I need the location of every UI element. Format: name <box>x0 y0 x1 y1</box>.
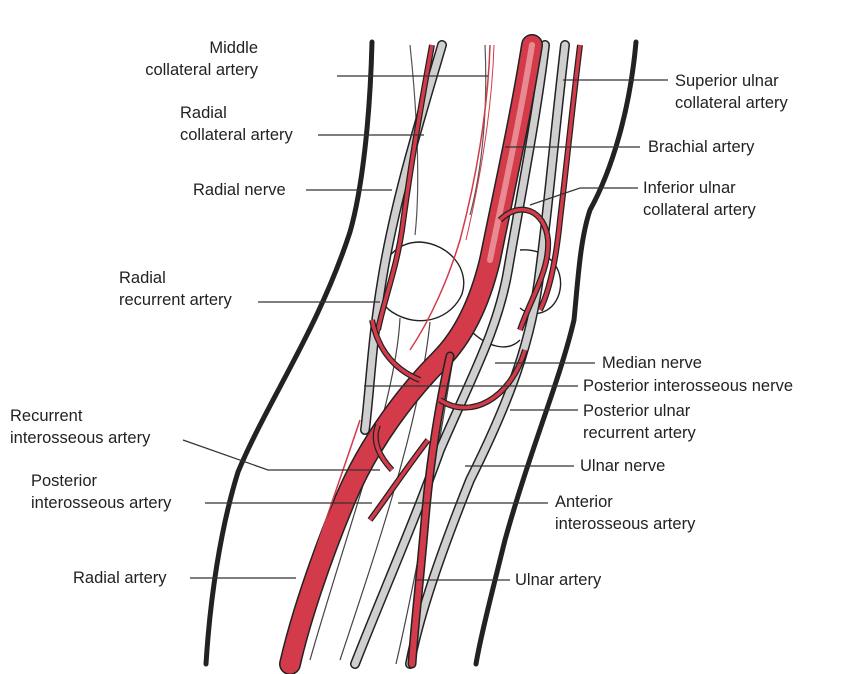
label-inferior-ulnar-collateral-artery: Inferior ulnar collateral artery <box>643 177 756 221</box>
label-line: Recurrent <box>10 407 83 425</box>
label-line: Radial <box>180 104 227 122</box>
label-line: Radial nerve <box>193 181 286 199</box>
label-ulnar-nerve: Ulnar nerve <box>580 455 665 477</box>
label-middle-collateral-artery: Middle collateral artery <box>145 37 258 81</box>
label-line: Ulnar artery <box>515 571 602 589</box>
arm-outline-right <box>473 39 639 667</box>
arm-outline-left <box>203 39 375 667</box>
label-superior-ulnar-collateral-artery: Superior ulnar collateral artery <box>675 70 788 114</box>
label-anterior-interosseous-artery: Anterior interosseous artery <box>555 491 695 535</box>
label-line: interosseous artery <box>555 515 696 533</box>
label-line: collateral artery <box>145 61 258 79</box>
label-ulnar-artery: Ulnar artery <box>515 569 601 591</box>
label-line: Median nerve <box>602 354 702 372</box>
label-line: collateral artery <box>180 126 293 144</box>
leader-lines <box>182 75 668 581</box>
label-line: recurrent artery <box>119 291 232 309</box>
ulna-coronoid <box>469 329 521 348</box>
label-line: interosseous artery <box>10 429 151 447</box>
middle-collateral-artery-shape <box>409 44 491 351</box>
humerus-shaft <box>409 44 419 236</box>
leader-inferior-ulnar-collateral <box>529 187 638 206</box>
label-line: collateral artery <box>675 94 788 112</box>
label-line: Ulnar nerve <box>580 457 666 475</box>
label-line: Posterior interosseous nerve <box>583 377 794 395</box>
label-radial-nerve: Radial nerve <box>193 179 286 201</box>
label-line: Brachial artery <box>648 138 755 156</box>
label-radial-recurrent-artery: Radial recurrent artery <box>119 267 232 311</box>
label-line: Anterior <box>555 493 613 511</box>
leader-recurrent-interosseous <box>182 439 380 471</box>
label-line: collateral artery <box>643 201 756 219</box>
label-line: Superior ulnar <box>675 72 779 90</box>
label-median-nerve: Median nerve <box>602 352 702 374</box>
label-line: Radial <box>119 269 166 287</box>
radial-artery-lower-shape <box>285 419 361 665</box>
label-posterior-interosseous-artery: Posterior interosseous artery <box>31 470 171 514</box>
label-line: interosseous artery <box>31 494 172 512</box>
label-radial-artery: Radial artery <box>73 567 167 589</box>
label-line: Posterior <box>31 472 98 490</box>
label-posterior-ulnar-recurrent-artery: Posterior ulnar recurrent artery <box>583 400 696 444</box>
label-recurrent-interosseous-artery: Recurrent interosseous artery <box>10 405 150 449</box>
label-line: Posterior ulnar <box>583 402 691 420</box>
label-line: Middle <box>209 39 258 57</box>
label-brachial-artery: Brachial artery <box>648 136 754 158</box>
label-line: Radial artery <box>73 569 167 587</box>
humerus-shaft-2 <box>469 44 487 216</box>
label-posterior-interosseous-nerve: Posterior interosseous nerve <box>583 375 793 397</box>
label-radial-collateral-artery: Radial collateral artery <box>180 102 293 146</box>
label-line: recurrent artery <box>583 424 696 442</box>
label-line: Inferior ulnar <box>643 179 736 197</box>
